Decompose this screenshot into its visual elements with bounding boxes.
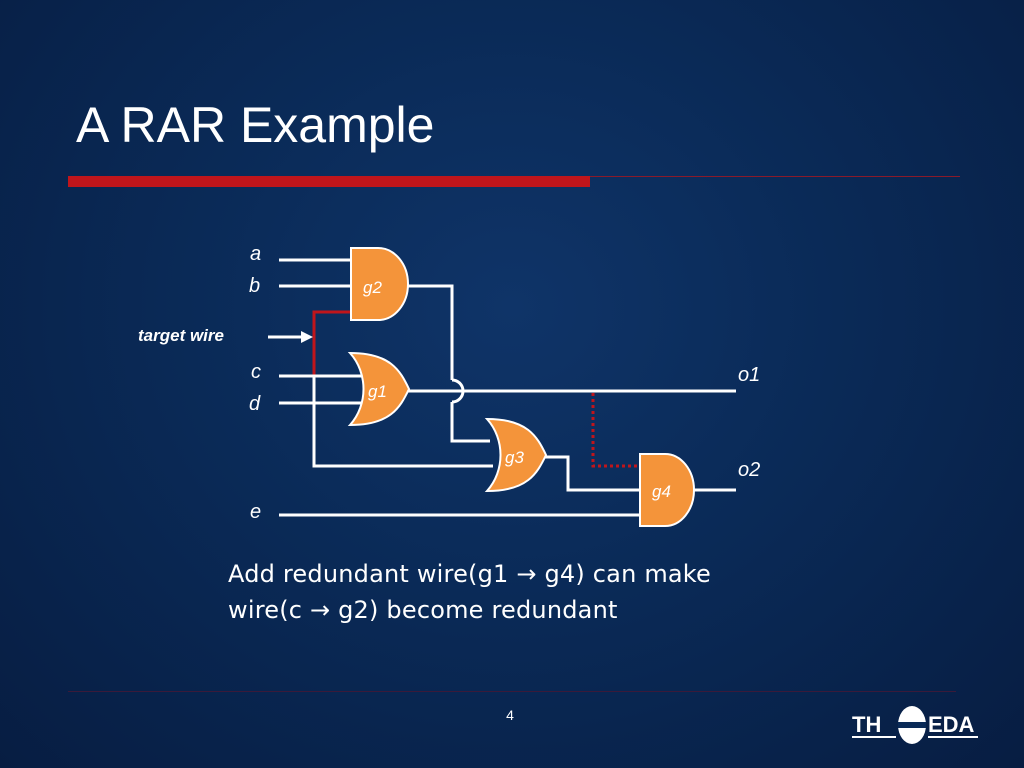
target-wire [312, 310, 352, 376]
wire-g2-g3 [406, 284, 454, 380]
input-label-c: c [251, 361, 261, 383]
or-gate-g3 [484, 417, 548, 493]
input-label-a: a [250, 243, 261, 265]
and-gate-g4 [639, 453, 695, 527]
input-label-d: d [249, 393, 261, 415]
label-g2: g2 [363, 278, 382, 297]
output-label-o1: o1 [738, 364, 760, 386]
label-g3: g3 [505, 448, 524, 467]
svg-text:TH: TH [852, 712, 881, 737]
input-label-e: e [250, 501, 261, 523]
output-label-o2: o2 [738, 459, 760, 481]
target-wire-label: target wire [138, 326, 224, 345]
wire-g3-g4 [540, 455, 641, 492]
title-underline-red [68, 176, 590, 187]
description-line-2: wire(c → g2) become redundant [228, 596, 618, 624]
or-gate-g1 [347, 351, 411, 427]
input-label-b: b [249, 275, 260, 297]
wire-c-g3 [312, 376, 493, 468]
label-g4: g4 [652, 482, 671, 501]
target-arrow-head [301, 331, 313, 343]
label-g1: g1 [368, 382, 387, 401]
svg-text:EDA: EDA [928, 712, 975, 737]
and-gate-g2 [350, 247, 409, 321]
redundant-wire [591, 393, 641, 468]
slide-title: A RAR Example [76, 97, 435, 153]
description-line-1: Add redundant wire(g1 → g4) can make [228, 560, 712, 588]
wire-g2-g3-lower [450, 402, 490, 443]
theda-logo: TH EDA [852, 706, 978, 744]
page-number: 4 [506, 707, 514, 723]
description-text: Add redundant wire(g1 → g4) can make wir… [228, 556, 711, 628]
footer-divider [68, 691, 956, 692]
title-underline-thin [590, 176, 960, 177]
